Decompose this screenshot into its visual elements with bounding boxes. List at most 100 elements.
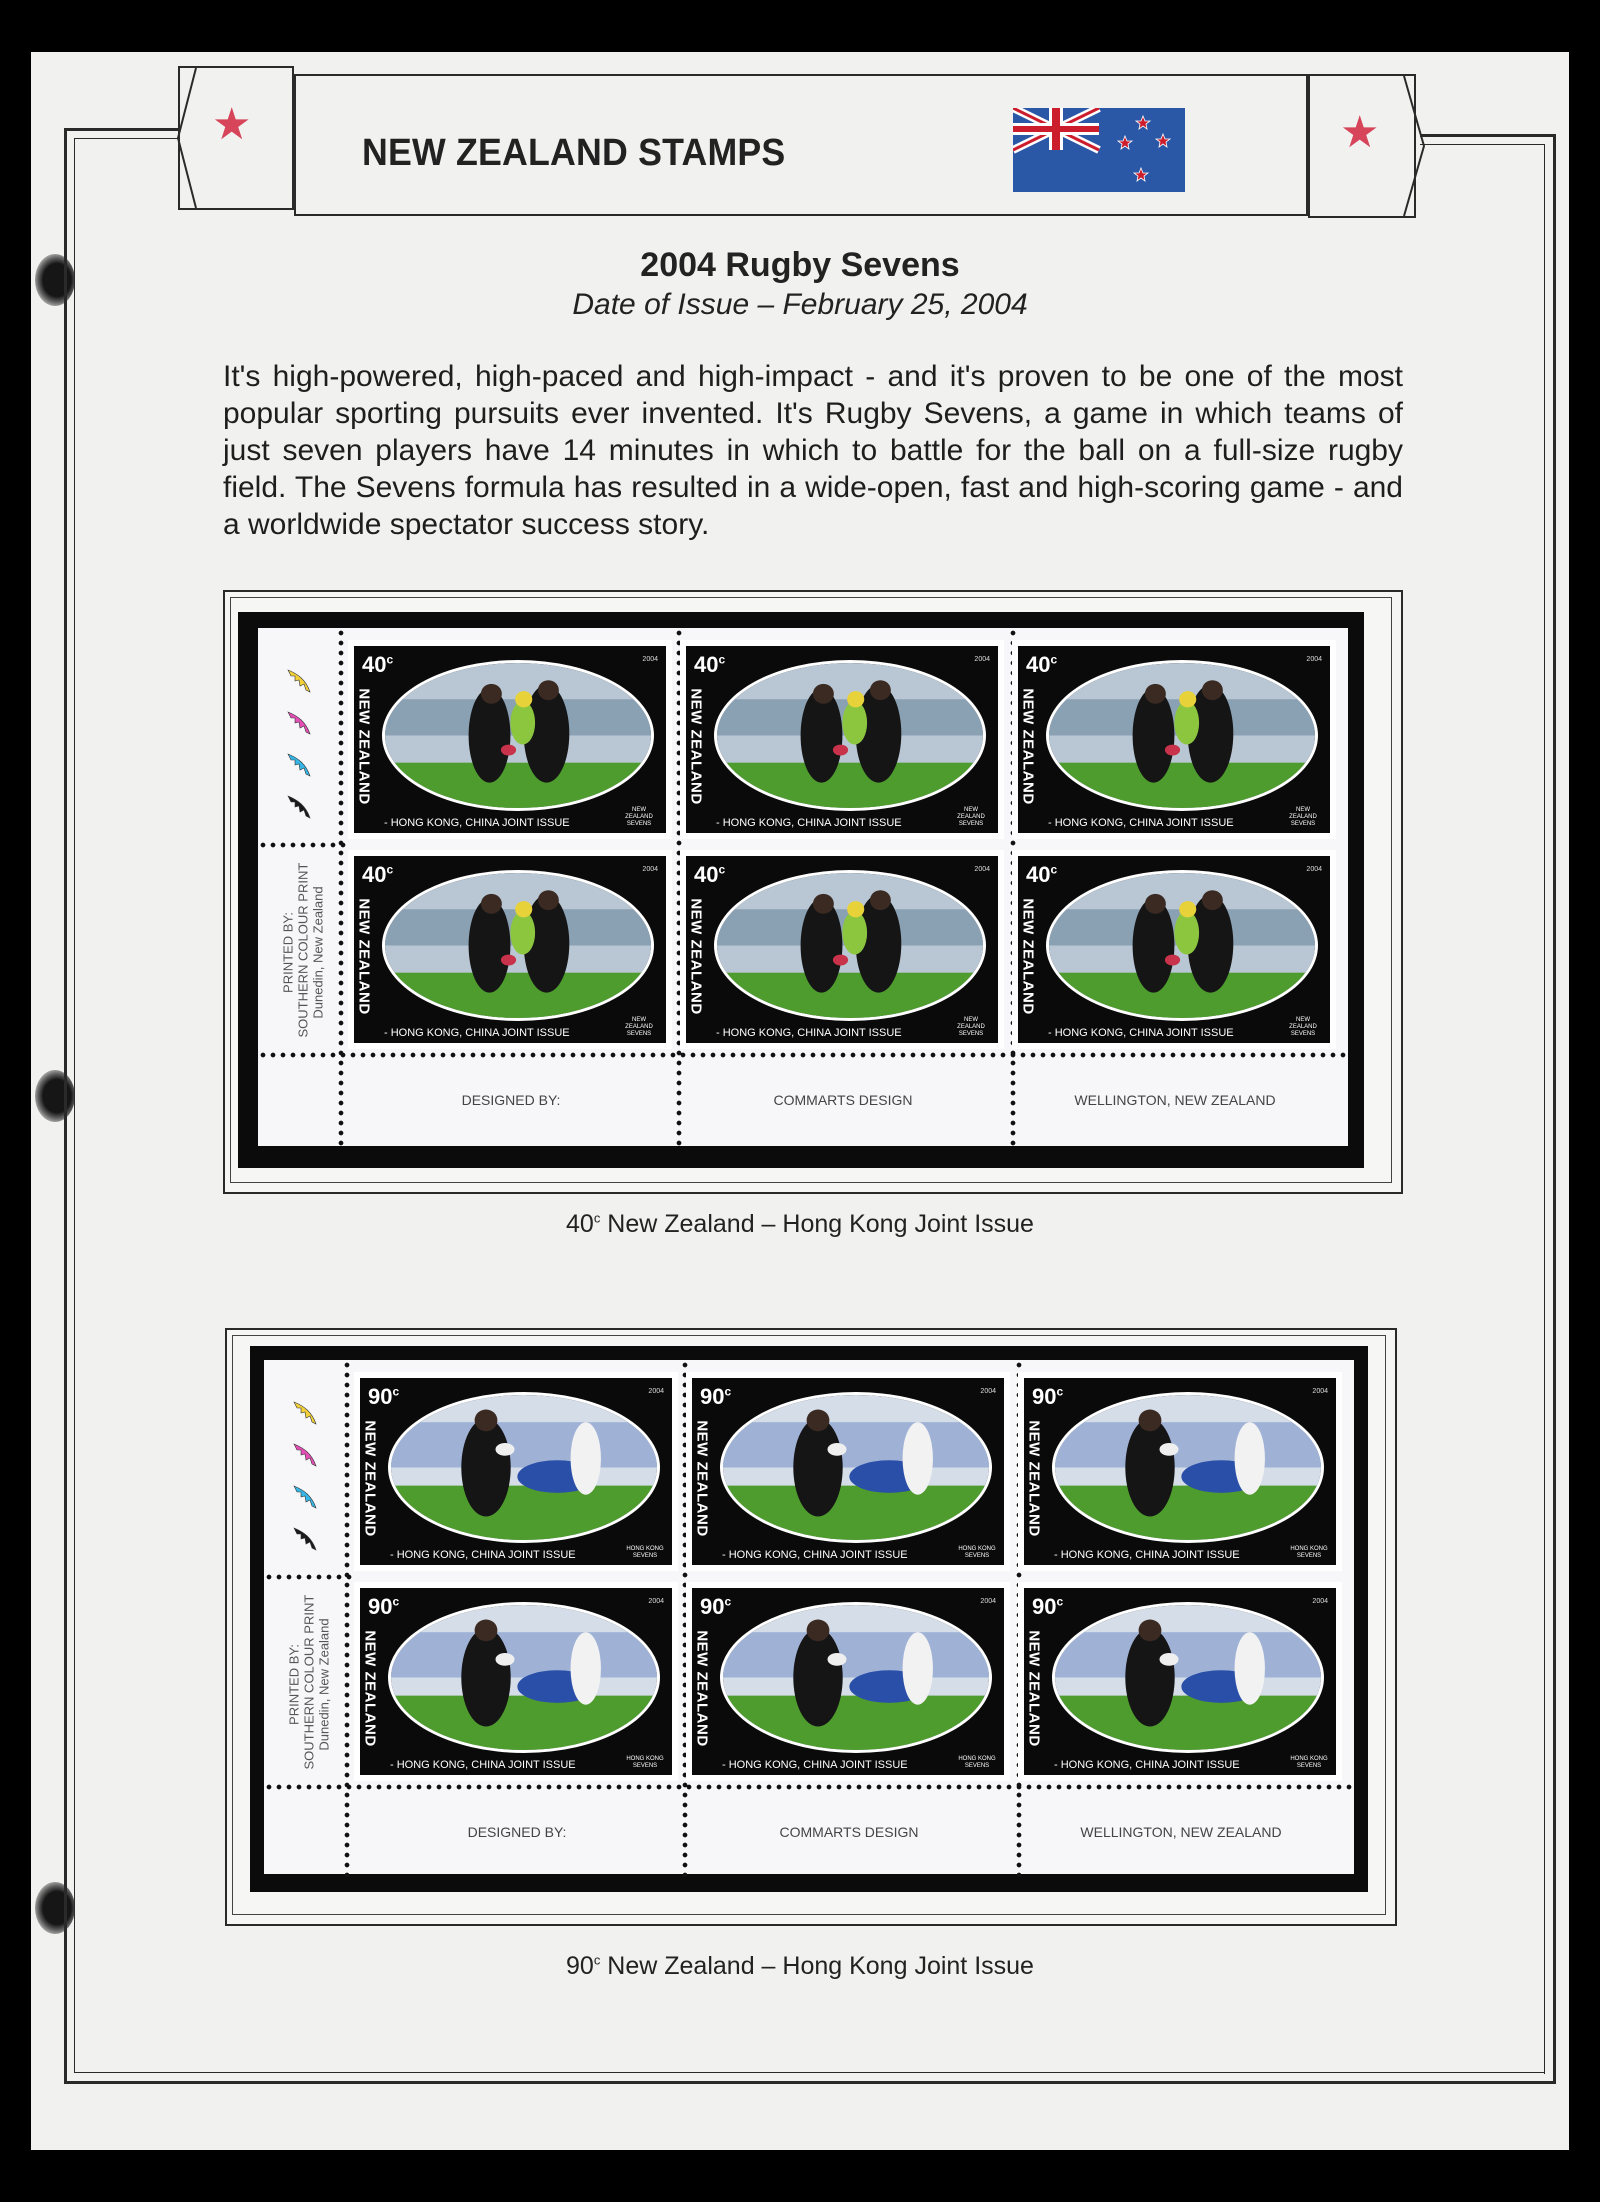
- stamp-artwork: [720, 1392, 992, 1543]
- stamp-value-number: 40: [1026, 652, 1051, 677]
- stamp-value: 40c: [1026, 862, 1057, 888]
- stamp-year: 2004: [974, 656, 990, 663]
- stamp-joint-issue-text: - HONG KONG, CHINA JOINT ISSUE: [384, 1027, 570, 1039]
- stamp-country: NEW ZEALAND: [1018, 896, 1040, 1016]
- stamp-year: 2004: [980, 1598, 996, 1605]
- sevens-logo-icon: NEW ZEALAND SEVENS: [950, 1017, 992, 1038]
- sevens-logo-text: HONG KONG SEVENS: [1290, 1546, 1328, 1559]
- stamp-artwork: [388, 1392, 660, 1543]
- stamp-value-cent: c: [724, 1384, 732, 1399]
- stamp-joint-issue-text: - HONG KONG, CHINA JOINT ISSUE: [722, 1549, 908, 1561]
- perforation-line: [344, 1360, 350, 1878]
- stamp-artwork: [382, 870, 654, 1021]
- stamp-joint-issue-text: - HONG KONG, CHINA JOINT ISSUE: [390, 1549, 576, 1561]
- stamp-year: 2004: [1312, 1598, 1328, 1605]
- sevens-logo-icon: HONG KONG SEVENS: [956, 1546, 998, 1560]
- stamp-value-number: 90: [1032, 1384, 1057, 1409]
- stamp-joint-issue-text: - HONG KONG, CHINA JOINT ISSUE: [716, 1027, 902, 1039]
- sevens-logo-icon: NEW ZEALAND SEVENS: [618, 807, 660, 828]
- designer-imprint: COMMARTS DESIGN: [773, 1092, 913, 1108]
- stamp-value: 40c: [694, 862, 725, 888]
- star-icon-left: ★: [212, 99, 252, 150]
- stamp-artwork: [1046, 870, 1318, 1021]
- stamp-value-cent: c: [718, 652, 726, 667]
- sevens-logo-icon: HONG KONG SEVENS: [624, 1546, 666, 1560]
- stamp-artwork: [714, 870, 986, 1021]
- stamp-value-number: 90: [368, 1594, 393, 1619]
- stamp-value-number: 90: [1032, 1594, 1057, 1619]
- designer-imprint: DESIGNED BY:: [467, 1824, 567, 1840]
- stamp-country: NEW ZEALAND: [360, 1418, 382, 1538]
- sevens-logo-icon: NEW ZEALAND SEVENS: [1282, 1017, 1324, 1038]
- stamp-value: 90c: [700, 1594, 731, 1620]
- stamp-value: 90c: [1032, 1384, 1063, 1410]
- stamp-value-number: 40: [1026, 862, 1051, 887]
- printed-by-line: SOUTHERN COLOUR PRINT: [301, 1594, 317, 1770]
- fern-color-bar-icon: [284, 708, 314, 738]
- stamp-country: NEW ZEALAND: [360, 1628, 382, 1748]
- stamp-country: NEW ZEALAND: [1024, 1628, 1046, 1748]
- perforation-line: [338, 628, 344, 1146]
- stamp-year: 2004: [1306, 866, 1322, 873]
- stamp-country: NEW ZEALAND: [686, 686, 708, 806]
- printed-by-line: PRINTED BY:: [286, 1644, 302, 1725]
- stamp-joint-issue-text: - HONG KONG, CHINA JOINT ISSUE: [390, 1759, 576, 1771]
- fern-color-bar-icon: [290, 1440, 320, 1470]
- stamp-value: 40c: [362, 652, 393, 678]
- header-tab-left-point: [176, 67, 197, 209]
- issue-date: Date of Issue – February 25, 2004: [572, 288, 1028, 321]
- perforation-line: [264, 1574, 352, 1580]
- stamp-value-cent: c: [1056, 1594, 1064, 1609]
- stamp-country-text: NEW ZEALAND: [687, 687, 705, 805]
- stamp-value: 40c: [362, 862, 393, 888]
- caption-value: 90: [566, 1952, 594, 1980]
- sevens-logo-text: HONG KONG SEVENS: [958, 1546, 996, 1559]
- perforation-line: [258, 1052, 1348, 1058]
- stamp-value-number: 40: [362, 862, 387, 887]
- stamp-country-text: NEW ZEALAND: [687, 897, 705, 1015]
- caption-text: New Zealand – Hong Kong Joint Issue: [607, 1952, 1034, 1980]
- stamp-joint-issue-text: - HONG KONG, CHINA JOINT ISSUE: [716, 817, 902, 829]
- printed-by-line: SOUTHERN COLOUR PRINT: [295, 862, 311, 1038]
- album-title: NEW ZEALAND STAMPS: [362, 132, 786, 174]
- sevens-logo-icon: HONG KONG SEVENS: [1288, 1546, 1330, 1560]
- stamp-year: 2004: [1312, 1388, 1328, 1395]
- sevens-logo-icon: HONG KONG SEVENS: [956, 1756, 998, 1770]
- designer-imprint: COMMARTS DESIGN: [779, 1824, 919, 1840]
- sevens-logo-text: NEW ZEALAND SEVENS: [625, 1017, 653, 1037]
- sevens-logo-text: HONG KONG SEVENS: [958, 1756, 996, 1769]
- perforation-line: [676, 628, 682, 1146]
- caption-cent: c: [593, 1952, 601, 1968]
- stamp-joint-issue-text: - HONG KONG, CHINA JOINT ISSUE: [1054, 1759, 1240, 1771]
- stamp-year: 2004: [648, 1598, 664, 1605]
- stamp-artwork: [1046, 660, 1318, 811]
- stamp-country-text: NEW ZEALAND: [693, 1419, 711, 1537]
- header-tab-right-point: [1403, 75, 1426, 217]
- stamp-value-number: 40: [694, 652, 719, 677]
- sevens-logo-text: NEW ZEALAND SEVENS: [1289, 1017, 1317, 1037]
- sevens-logo-icon: NEW ZEALAND SEVENS: [950, 807, 992, 828]
- stamp-value-cent: c: [1050, 652, 1058, 667]
- sevens-logo-text: NEW ZEALAND SEVENS: [1289, 807, 1317, 827]
- binder-hole-bottom: [35, 1882, 75, 1934]
- stamp-value-cent: c: [718, 862, 726, 877]
- designer-imprint: DESIGNED BY:: [461, 1092, 561, 1108]
- binder-hole-middle: [35, 1070, 75, 1122]
- stamp-value: 90c: [1032, 1594, 1063, 1620]
- stamp-artwork: [1052, 1392, 1324, 1543]
- printed-by-line: PRINTED BY:: [280, 912, 296, 993]
- caption-text: New Zealand – Hong Kong Joint Issue: [607, 1210, 1034, 1238]
- stamp-artwork: [382, 660, 654, 811]
